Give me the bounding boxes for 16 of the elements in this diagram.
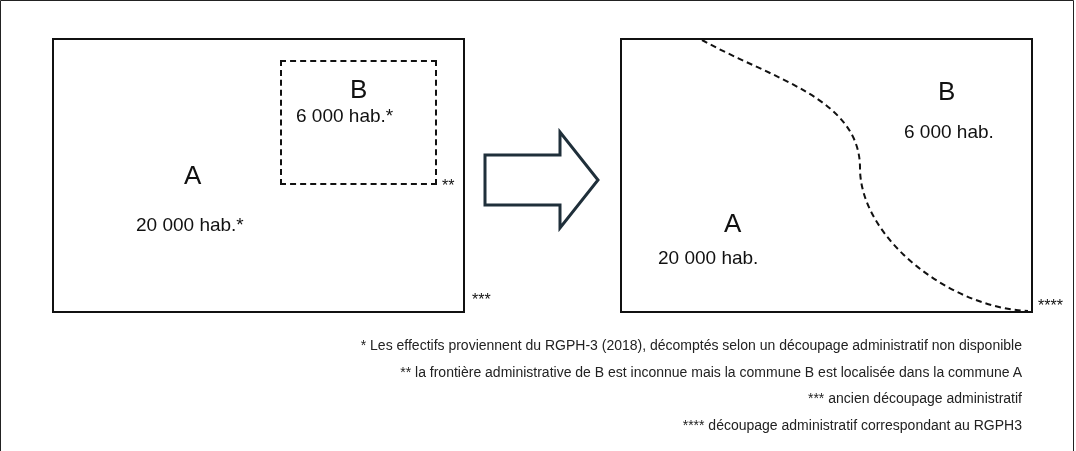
footnote: *** ancien découpage administratif — [807, 390, 1022, 406]
footnote-mark: **** — [1038, 298, 1063, 314]
area-letter: A — [184, 162, 202, 188]
footnote: **** découpage administratif correspondant au RGPH3 — [682, 416, 1022, 433]
block-arrow — [483, 127, 600, 233]
footnote: ** la frontière administrative de B est inconnue mais la commune B est localisée dans la commune A — [400, 363, 1022, 380]
population-label: 6 000 hab. — [904, 122, 994, 141]
population-label: 6 000 hab.* — [296, 106, 394, 125]
footnote: * Les effectifs proviennent du RGPH-3 (2018), décomptés selon un découpage administratif non disponible — [360, 337, 1022, 353]
footnote-mark: ** — [442, 178, 455, 194]
footnote-mark: *** — [472, 292, 491, 308]
area-letter: A — [724, 210, 742, 236]
area-letter: B — [938, 78, 956, 104]
population-label: 20 000 hab.* — [136, 215, 244, 234]
population-label: 20 000 hab. — [658, 248, 759, 267]
area-letter: B — [350, 76, 368, 102]
